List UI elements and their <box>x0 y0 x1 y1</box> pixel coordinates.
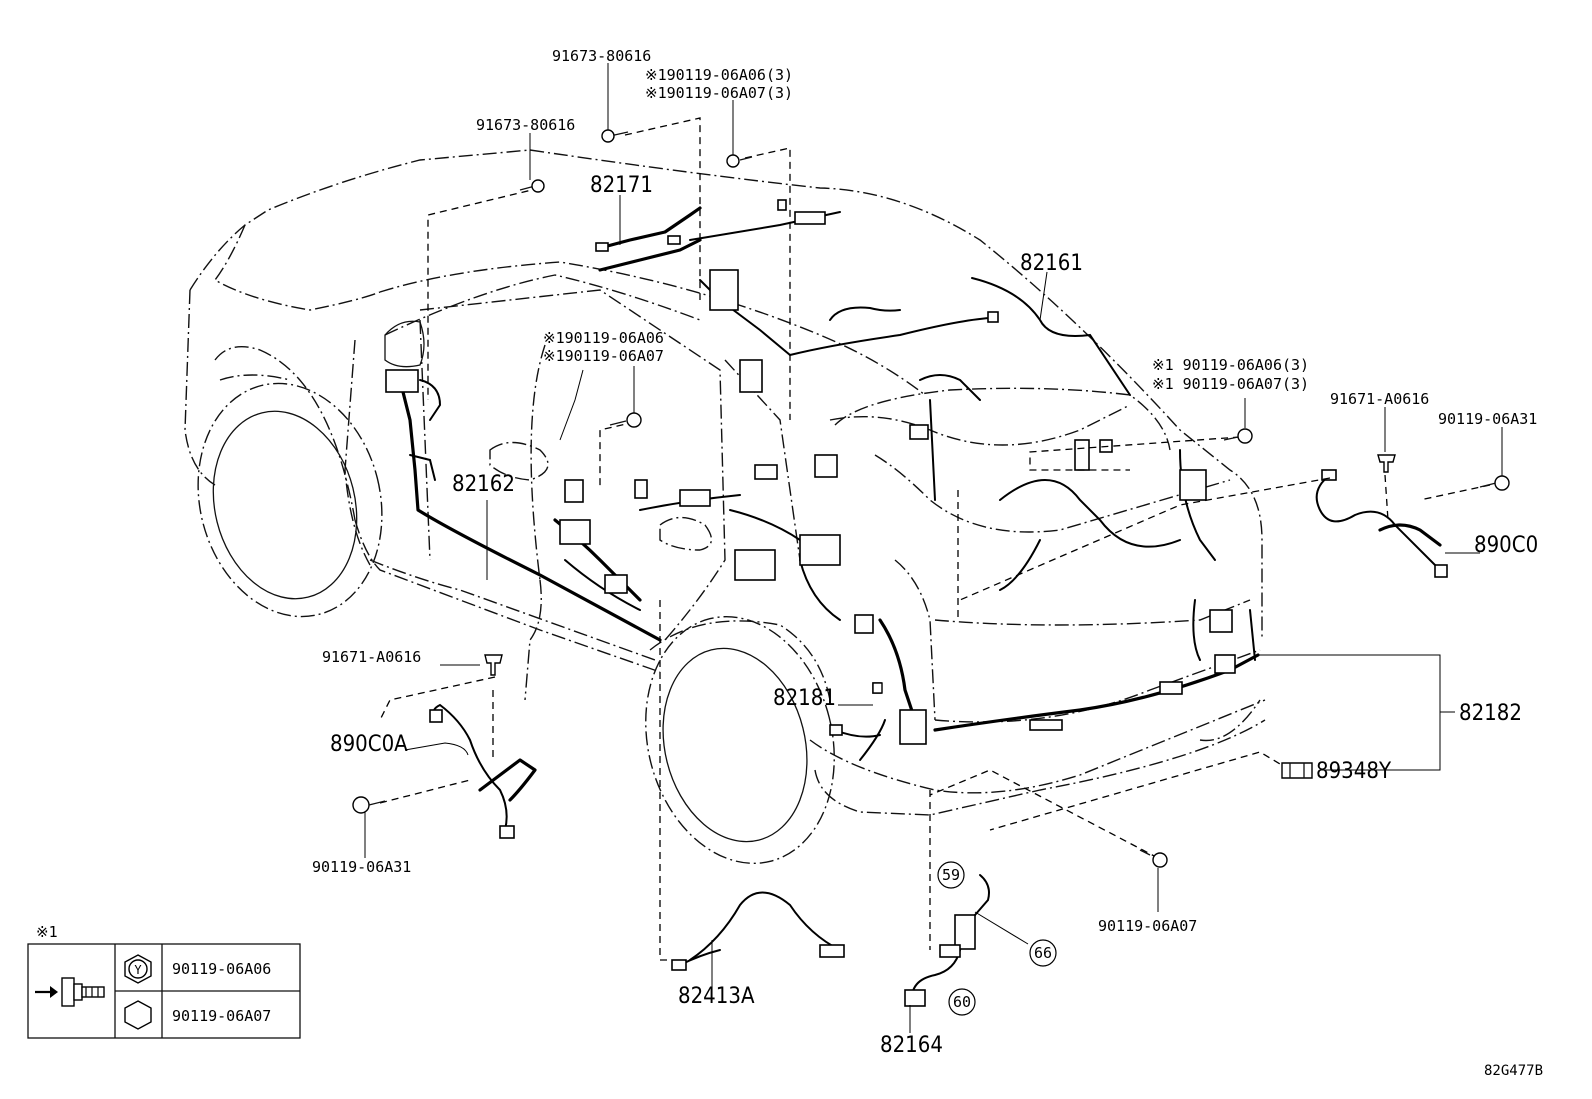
reference-callouts: 59 60 66 <box>937 861 1057 1016</box>
label-82171: 82171 <box>590 173 653 198</box>
label-82182: 82182 <box>1459 701 1522 726</box>
clip-91671-right <box>1377 454 1396 473</box>
bolt-90119-right <box>1223 428 1253 444</box>
label-90119-a31-right: 90119-06A31 <box>1438 410 1537 428</box>
bolt-side-icon <box>61 977 105 1007</box>
label-91673-left: 91673-80616 <box>476 116 575 134</box>
legend-part-90119-06a06: 90119-06A06 <box>172 960 271 978</box>
harness-82161 <box>699 269 1131 501</box>
legend-part-90119-06a07: 90119-06A07 <box>172 1007 271 1025</box>
clip-91671-left <box>484 654 503 676</box>
label-82164: 82164 <box>880 1033 943 1058</box>
bolt-91673-left <box>519 179 545 193</box>
harness-82413a <box>671 891 845 971</box>
clip-89348y <box>1281 762 1313 779</box>
ref-circle-60 <box>948 988 976 1016</box>
part-labels: 91673-80616 ※190119-06A06(3) ※190119-06A… <box>312 47 1538 1058</box>
label-91671-right: 91671-A0616 <box>1330 390 1429 408</box>
ref-59: 59 <box>942 866 960 884</box>
bolt-90119-mid <box>609 412 642 428</box>
label-82162: 82162 <box>452 472 515 497</box>
label-82413a: 82413A <box>678 984 755 1009</box>
clip-82181 <box>872 682 883 694</box>
arrow-icon <box>35 986 58 998</box>
install-dashed-lines <box>379 117 1491 961</box>
label-890c0a: 890C0A <box>330 732 408 757</box>
label-82181: 82181 <box>773 686 836 711</box>
ref-circle-59 <box>937 861 965 889</box>
label-bolt-note-top-b: ※190119-06A07(3) <box>645 84 793 102</box>
harness-890c0a <box>429 703 537 839</box>
harness-890c0 <box>1315 469 1448 578</box>
legend-title: ※1 <box>36 923 58 941</box>
diagram-id: 82G477B <box>1484 1063 1543 1079</box>
label-bolt-note-right-b: ※1 90119-06A07(3) <box>1152 375 1309 393</box>
bolt-91673-top <box>601 129 629 143</box>
hex-plain-icon <box>124 1000 152 1030</box>
hex-y-icon: Y <box>124 954 152 984</box>
bolt-90119-a31-right <box>1479 475 1510 491</box>
legend-symbol-y: Y <box>134 963 142 977</box>
label-90119-a07-bottom: 90119-06A07 <box>1098 917 1197 935</box>
fasteners <box>352 129 1510 868</box>
bolt-90119-a07-bottom <box>1139 849 1168 868</box>
leader-lines <box>364 63 1503 1033</box>
label-bolt-note-top-a: ※190119-06A06(3) <box>645 66 793 84</box>
bolt-90119-a31-left <box>352 796 386 814</box>
label-82161: 82161 <box>1020 251 1083 276</box>
label-890c0: 890C0 <box>1474 533 1538 558</box>
harness-82182 <box>933 449 1260 732</box>
bolt-90119-top <box>726 154 753 168</box>
label-91673-top: 91673-80616 <box>552 47 651 65</box>
label-bolt-note-mid-a: ※190119-06A06 <box>543 329 664 347</box>
harness-82164 <box>904 874 990 1007</box>
harness-82162 <box>385 369 841 642</box>
label-bolt-note-mid-b: ※190119-06A07 <box>543 347 664 365</box>
harness-82171 <box>595 199 841 272</box>
ref-66: 66 <box>1034 944 1052 962</box>
ref-circle-66 <box>1029 939 1057 967</box>
label-89348y: 89348Y <box>1316 759 1392 784</box>
ref-60: 60 <box>953 993 971 1011</box>
legend: ※1 Y 90119-06A06 90119-06A07 <box>27 923 301 1039</box>
vehicle-body-outline <box>184 149 1266 865</box>
label-bolt-note-right-a: ※1 90119-06A06(3) <box>1152 356 1309 374</box>
label-90119-a31-left: 90119-06A31 <box>312 858 411 876</box>
label-91671-left: 91671-A0616 <box>322 648 421 666</box>
